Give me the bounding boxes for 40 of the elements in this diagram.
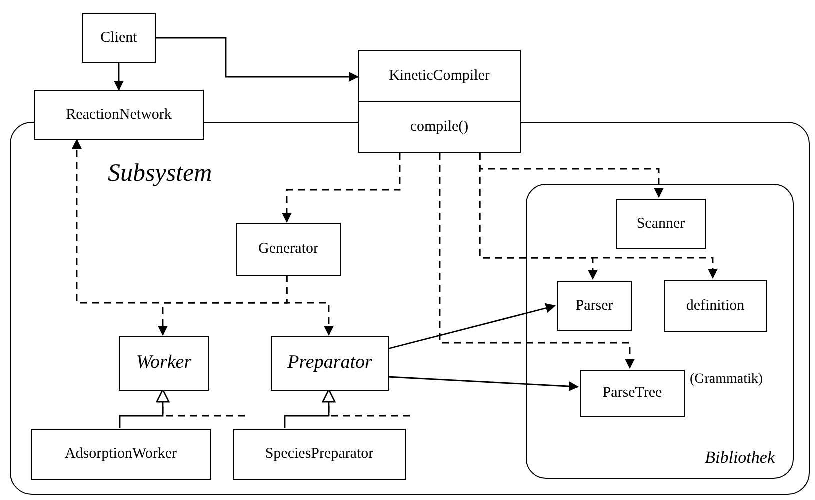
class-name: Scanner — [636, 214, 686, 234]
association-arrow — [156, 37, 359, 82]
association-arrow — [388, 376, 579, 392]
class-box — [82, 13, 156, 63]
association-arrow — [388, 303, 556, 350]
class-box — [557, 281, 632, 331]
class-name: SpeciesPreparator — [265, 445, 374, 464]
class-name: definition — [686, 296, 745, 316]
dependency-arrow — [282, 153, 401, 223]
class-box — [580, 370, 685, 417]
class-name: Generator — [258, 240, 318, 260]
package-frame — [526, 184, 794, 479]
dependency-arrow — [439, 153, 635, 369]
association-arrow — [114, 63, 124, 91]
class-name: KineticCompiler — [389, 66, 490, 86]
class-box — [34, 90, 204, 140]
class-box — [31, 429, 211, 480]
class-box — [271, 336, 389, 391]
note-text: (Grammatik) — [690, 372, 764, 387]
subsystem-frame — [10, 122, 810, 495]
frame-title: Bibliothek — [705, 449, 775, 466]
class-name: Parser — [576, 296, 614, 316]
frame-title: Subsystem — [108, 161, 212, 186]
dependency-arrow — [479, 153, 718, 279]
class-box — [616, 199, 706, 249]
class-name: Client — [100, 28, 138, 48]
method-name: compile() — [410, 118, 469, 137]
dependency-arrow — [322, 389, 410, 417]
class-name: Worker — [136, 351, 192, 376]
class-name: ParseTree — [602, 384, 662, 404]
class-box — [664, 280, 767, 332]
dependency-arrow — [286, 275, 334, 336]
class-name: AdsorptionWorker — [64, 445, 178, 464]
class-box — [358, 50, 521, 153]
dependency-arrow — [156, 389, 245, 417]
class-name: ReactionNetwork — [66, 106, 172, 125]
class-name: Preparator — [288, 351, 372, 376]
class-box — [119, 336, 209, 391]
class-box — [233, 429, 406, 480]
class-box — [236, 223, 341, 276]
